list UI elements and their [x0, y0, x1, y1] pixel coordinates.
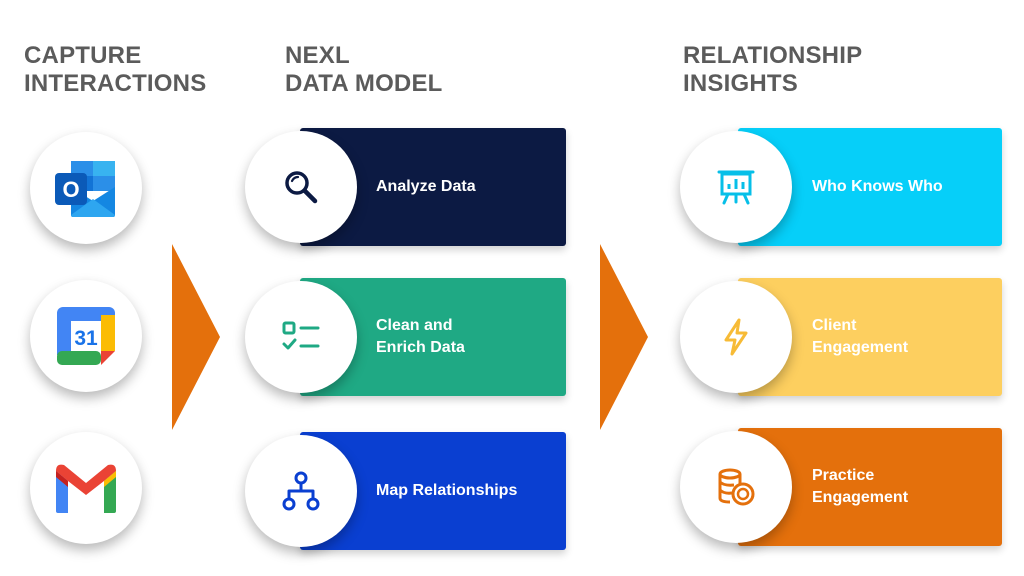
step-label-line: Enrich Data	[376, 339, 465, 356]
heading-relationship-insights: RELATIONSHIP INSIGHTS	[683, 42, 862, 98]
insight-label: Client Engagement	[812, 315, 908, 359]
hierarchy-icon	[282, 471, 320, 511]
source-gmail	[30, 432, 142, 544]
heading-line: RELATIONSHIP	[683, 42, 863, 69]
heading-line: INSIGHTS	[683, 70, 798, 97]
google-calendar-logo-icon: 31	[57, 307, 115, 365]
heading-capture-interactions: CAPTURE INTERACTIONS	[24, 42, 206, 98]
heading-data-model: NEXL DATA MODEL	[285, 42, 443, 98]
step-label-line: Map Relationships	[376, 482, 518, 499]
insight-label: Who Knows Who	[812, 176, 943, 198]
insight-label-line: Client	[812, 317, 857, 334]
insight-label-line: Engagement	[812, 339, 909, 356]
step-circle-map-relationships	[245, 435, 357, 547]
outlook-logo-icon: O	[55, 161, 115, 217]
step-label: Analyze Data	[376, 176, 476, 198]
insight-label-line: Practice	[812, 467, 875, 484]
flow-arrow-2	[600, 244, 648, 430]
step-label-line: Analyze Data	[376, 178, 476, 195]
step-card-map-relationships: Map Relationships	[300, 432, 566, 550]
step-label: Map Relationships	[376, 480, 517, 502]
checklist-icon	[282, 321, 320, 350]
insight-label-line: Who Knows Who	[812, 178, 943, 195]
outlook-logo-letter: O	[62, 177, 79, 202]
step-circle-analyze-data	[245, 131, 357, 243]
source-outlook: O	[30, 132, 142, 244]
insight-circle-client-engagement	[680, 281, 792, 393]
source-google-calendar: 31	[30, 280, 142, 392]
coins-icon	[718, 468, 755, 506]
step-label-line: Clean and	[376, 317, 453, 334]
lightning-icon	[724, 318, 748, 356]
step-circle-clean-enrich	[245, 281, 357, 393]
insight-circle-practice-engagement	[680, 431, 792, 543]
insight-label-line: Engagement	[812, 489, 909, 506]
step-label: Clean and Enrich Data	[376, 315, 465, 359]
heading-line: INTERACTIONS	[24, 70, 207, 97]
flow-arrow-1	[172, 244, 220, 430]
insight-circle-who-knows-who	[680, 131, 792, 243]
gmail-logo-icon	[56, 464, 116, 513]
heading-line: CAPTURE	[24, 42, 142, 69]
magnifier-icon	[285, 171, 318, 204]
heading-line: NEXL	[285, 42, 350, 69]
calendar-logo-number: 31	[74, 327, 98, 350]
presentation-board-icon	[717, 170, 755, 205]
heading-line: DATA MODEL	[285, 70, 443, 97]
insight-label: Practice Engagement	[812, 465, 908, 509]
